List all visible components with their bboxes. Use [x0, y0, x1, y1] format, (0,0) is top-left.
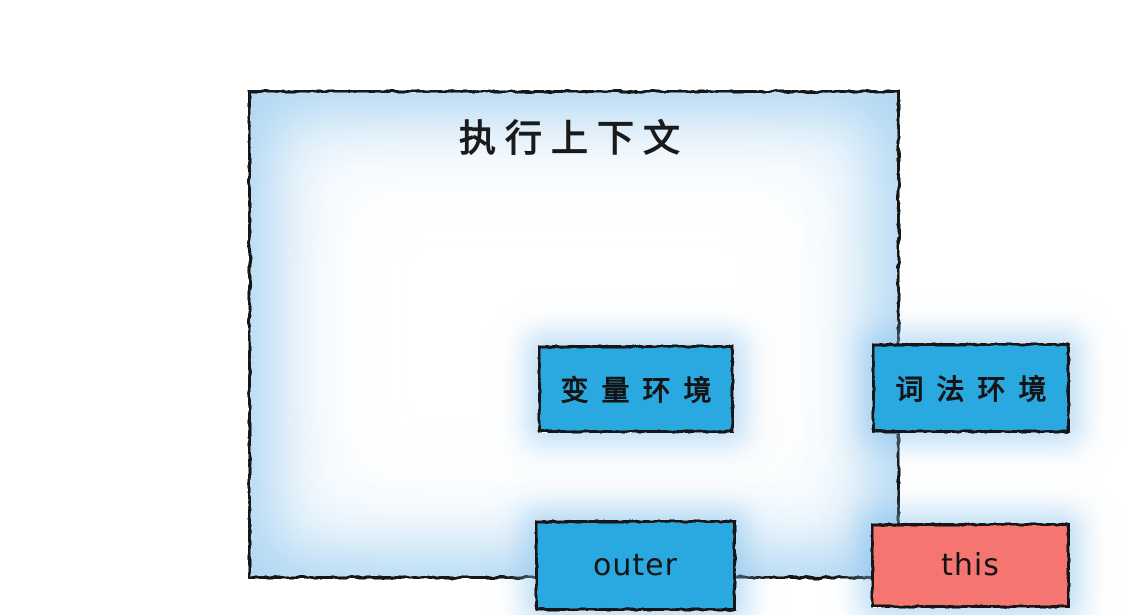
this-box: this — [871, 523, 1070, 608]
outer-label: outer — [593, 548, 678, 583]
this-label: this — [941, 548, 1000, 583]
execution-context-frame: 执行上下文 变量环境 词法环境 outer this — [248, 90, 1070, 611]
variable-environment-box-fill — [538, 345, 734, 433]
this-box-fill — [871, 523, 1070, 608]
outer-box-fill — [535, 520, 736, 611]
execution-context-glow — [250, 92, 898, 577]
outer-box: outer — [535, 520, 736, 611]
lexical-environment-box: 词法环境 — [872, 343, 1070, 433]
variable-environment-box: 变量环境 — [538, 345, 734, 433]
lexical-environment-label: 词法环境 — [895, 373, 1060, 406]
execution-context-title: 执行上下文 — [459, 117, 689, 160]
variable-environment-label: 变量环境 — [560, 374, 725, 407]
lexical-environment-box-fill — [872, 343, 1070, 433]
